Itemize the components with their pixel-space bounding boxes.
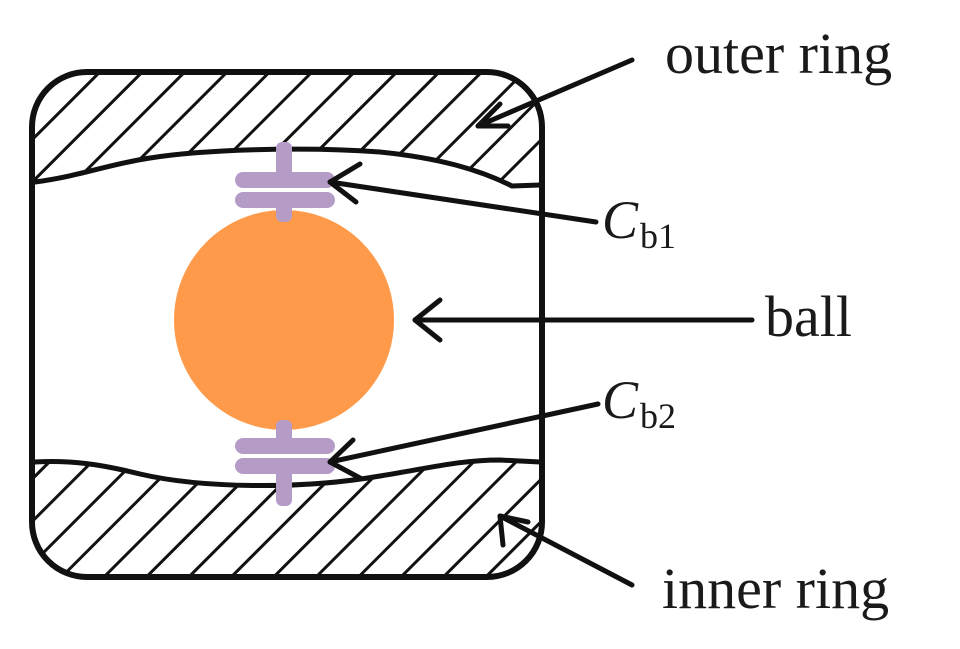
ball-leader — [412, 297, 755, 343]
inner-ring-label: inner ring — [662, 556, 889, 621]
inner-raceway-edge — [32, 457, 543, 489]
outer-ring-label: outer ring — [665, 21, 892, 86]
ball-shape — [174, 210, 394, 430]
cb1-label: Cb1 — [602, 190, 676, 256]
bearing-frame — [29, 69, 545, 580]
inner-ring-leader — [497, 513, 635, 588]
cb2-label: Cb2 — [602, 370, 676, 436]
capacitor-cb1-symbol — [235, 142, 335, 222]
inner-ring-section — [32, 460, 542, 577]
cb2-leader — [327, 401, 601, 481]
capacitor-cb2-symbol — [235, 420, 335, 506]
ball-label: ball — [765, 284, 852, 349]
cb1-leader — [327, 161, 599, 225]
outer-raceway-edge — [32, 146, 543, 189]
outer-ring-leader — [475, 57, 635, 129]
outer-ring-section — [32, 72, 542, 186]
